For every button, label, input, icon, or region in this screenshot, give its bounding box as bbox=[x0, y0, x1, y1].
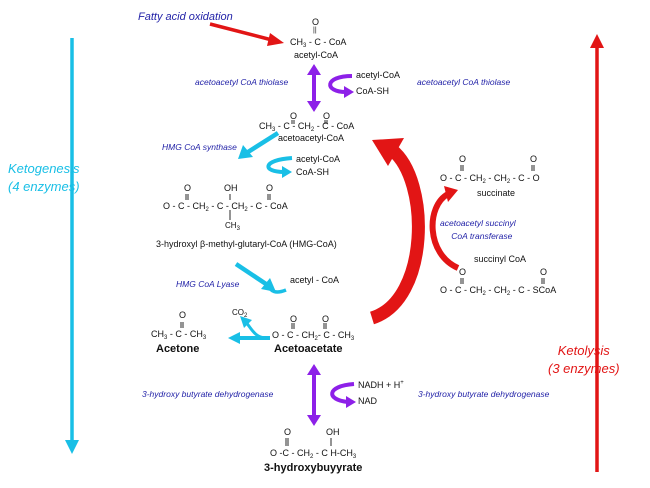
hbd-cofactor-nad: NAD bbox=[358, 396, 378, 406]
acetone-oxygen: O bbox=[179, 310, 187, 320]
succinyl-coa-formula: O - C - CH2 - CH2 - C - SCoA bbox=[440, 285, 557, 298]
succinyl-transferase-arrow bbox=[429, 186, 460, 271]
co2-release-arrow bbox=[240, 316, 267, 340]
hmg-lyase-cofactor-arrow bbox=[266, 283, 287, 294]
hmg-synthase-cofactor-coa-sh: CoA-SH bbox=[296, 167, 330, 177]
acetyl-coa-formula: CH3 - C - CoA bbox=[290, 37, 347, 50]
hmg-synthase-enzyme: HMG CoA synthase bbox=[162, 142, 237, 152]
fatty-acid-oxidation-arrow bbox=[209, 22, 284, 46]
acetoacetyl-coa-formula: CH3 - C - CH2 - C - CoA bbox=[259, 121, 355, 134]
succinate-oxygen-2: O bbox=[530, 154, 538, 164]
acetoacetate-formula: O - C - CH2- C - CH3 bbox=[272, 330, 355, 343]
succinyl-transferase-enzyme: acetoacetyl succinyl CoA transferase bbox=[440, 219, 516, 240]
hmg-synthase-arrow bbox=[238, 131, 280, 159]
hmg-coa-oxygen-1: O bbox=[184, 183, 192, 193]
succinyl-coa-oxygen-1: O bbox=[459, 267, 467, 277]
ketolysis-long-arrow bbox=[590, 34, 604, 472]
succinyl-transferase-line-2: CoA transferase bbox=[451, 230, 513, 241]
succinyl-coa-oxygen-2: O bbox=[540, 267, 548, 277]
hbd-reversible-arrow bbox=[307, 364, 321, 426]
succinate-name: succinate bbox=[477, 188, 516, 198]
acetyl-coa-name: acetyl-CoA bbox=[294, 50, 339, 60]
hmg-coa-oxygen-2: O bbox=[266, 183, 274, 193]
double-bond-ticks bbox=[180, 120, 545, 446]
acetyl-coa-double-bond: || bbox=[313, 27, 317, 34]
hmg-coa-methyl: CH3 bbox=[225, 221, 240, 233]
acetoacetyl-coa-oxygen-2: O bbox=[323, 111, 331, 121]
fatty-acid-oxidation-label: Fatty acid oxidation bbox=[138, 11, 233, 23]
hmg-lyase-enzyme: HMG CoA Lyase bbox=[176, 279, 240, 289]
hbd-cofactor-arrow bbox=[330, 382, 356, 408]
ketolysis-count: (3 enzymes) bbox=[548, 360, 620, 376]
acetoacetate-name: Acetoacetate bbox=[274, 343, 343, 355]
hbd-enzyme-right: 3-hydroxy butyrate dehydrogenase bbox=[418, 389, 550, 399]
thiolase-cofactor-coa-sh: CoA-SH bbox=[356, 86, 390, 96]
succinyl-transferase-line-1: acetoacetyl succinyl bbox=[440, 218, 516, 228]
acetyl-coa-oxygen: O bbox=[312, 17, 320, 27]
hydroxybutyrate-oxygen: O bbox=[284, 427, 292, 437]
acetone-name: Acetone bbox=[156, 343, 200, 355]
ketogenesis-label: Ketogenesis (4 enzymes) bbox=[8, 160, 80, 195]
co2-label: CO2 bbox=[232, 308, 248, 320]
acetone-formula: CH3 - C - CH3 bbox=[151, 329, 207, 342]
ketolysis-title: Ketolysis bbox=[557, 343, 610, 358]
hmg-coa-name: 3-hydroxyl β-methyl-glutaryl-CoA (HMG-Co… bbox=[156, 239, 337, 249]
hmg-coa-hydroxyl: OH bbox=[224, 183, 238, 193]
acetoacetate-oxygen-1: O bbox=[290, 314, 298, 324]
hydroxybutyrate-formula: O -C - CH2 - C H-CH3 bbox=[270, 448, 357, 461]
acetoacetate-oxygen-2: O bbox=[322, 314, 330, 324]
succinate-formula: O - C - CH2 - CH2 - C - O bbox=[440, 173, 540, 186]
hbd-cofactor-nadh: NADH + H+ bbox=[358, 380, 404, 390]
hmg-coa-formula: O - C - CH2 - C - CH2 - C - CoA bbox=[163, 201, 288, 214]
acetoacetyl-coa-oxygen-1: O bbox=[290, 111, 298, 121]
hydroxybutyrate-hydroxyl: OH bbox=[326, 427, 340, 437]
thiolase-enzyme-left: acetoacetyl CoA thiolase bbox=[195, 77, 289, 87]
thiolase-reversible-arrow bbox=[307, 64, 321, 112]
succinate-oxygen-1: O bbox=[459, 154, 467, 164]
hmg-lyase-cofactor-acetyl-coa: acetyl - CoA bbox=[290, 275, 340, 285]
ketogenesis-count: (4 enzymes) bbox=[8, 178, 80, 194]
thiolase-enzyme-right: acetoacetyl CoA thiolase bbox=[417, 77, 511, 87]
thiolase-cofactor-arrow bbox=[328, 74, 354, 98]
thiolase-cofactor-acetyl-coa: acetyl-CoA bbox=[356, 70, 401, 80]
ketolysis-label: Ketolysis (3 enzymes) bbox=[548, 342, 620, 377]
hmg-synthase-cofactor-acetyl-coa: acetyl-CoA bbox=[296, 154, 341, 164]
ketogenesis-title: Ketogenesis bbox=[8, 161, 80, 176]
hydroxybutyrate-name: 3-hydroxybuyyrate bbox=[264, 462, 363, 474]
acetoacetyl-coa-name: acetoacetyl-CoA bbox=[278, 133, 345, 143]
ketogenesis-long-arrow bbox=[65, 38, 79, 454]
hmg-synthase-cofactor-arrow bbox=[266, 156, 293, 178]
hmg-coa-bonds bbox=[185, 194, 271, 220]
hbd-enzyme-left: 3-hydroxy butyrate dehydrogenase bbox=[142, 389, 274, 399]
ketolysis-return-arrow bbox=[369, 138, 425, 325]
succinyl-coa-name: succinyl CoA bbox=[474, 254, 527, 264]
